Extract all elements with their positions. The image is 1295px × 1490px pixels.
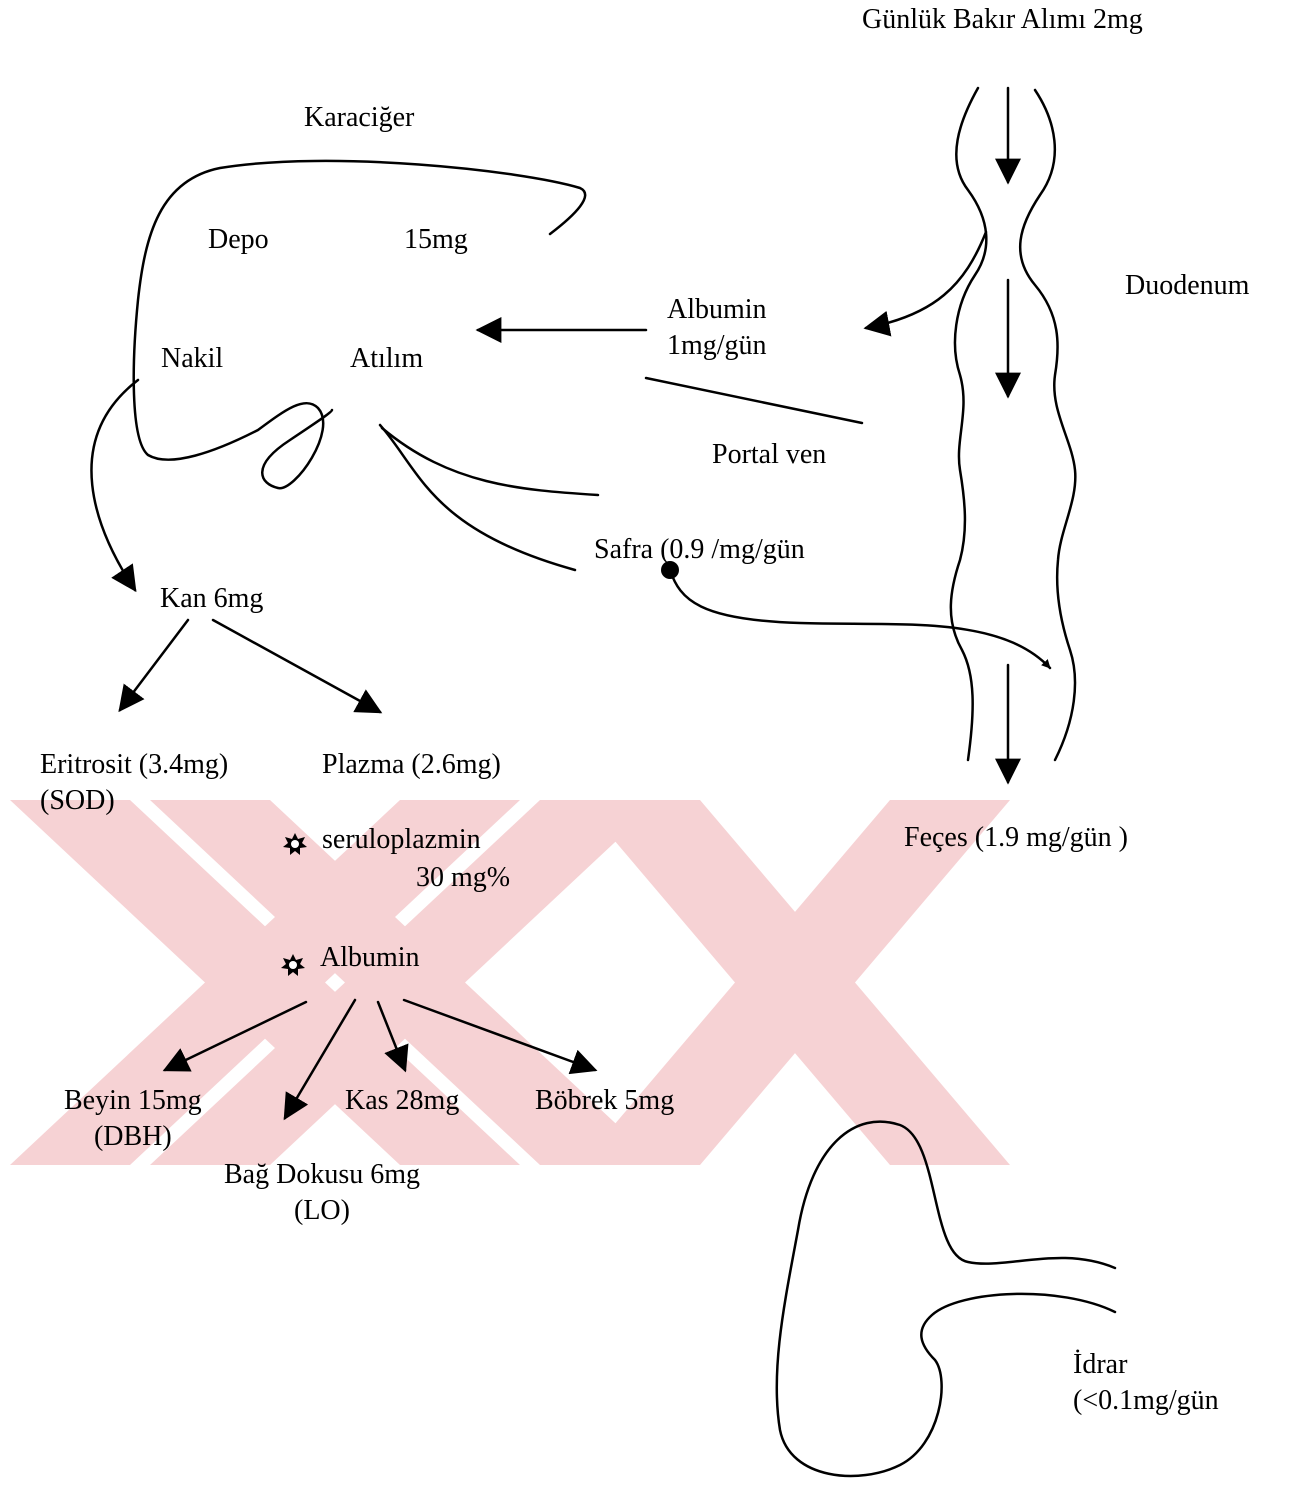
portal-vein-label: Portal ven — [712, 437, 826, 473]
blood-label: Kan 6mg — [160, 581, 263, 617]
duodenum-label: Duodenum — [1125, 268, 1249, 304]
blood-to-erythrocyte-arrow — [120, 620, 188, 710]
portal-vein-line — [646, 378, 862, 423]
transport-arrow — [91, 380, 138, 590]
bile-duct-upper — [382, 428, 598, 495]
connective-tissue-label: Bağ Dokusu 6mg (LO) — [224, 1157, 420, 1229]
depot-label: Depo — [208, 222, 269, 258]
bile-to-duodenum-arrow — [670, 570, 1050, 668]
depot-amount-label: 15mg — [404, 222, 468, 258]
ceruloplasmin-amount-label: 30 mg% — [416, 860, 510, 896]
kidney-label: Böbrek 5mg — [535, 1083, 674, 1119]
daily-intake-label: Günlük Bakır Alımı 2mg — [862, 2, 1143, 38]
erythrocyte-label: Eritrosit (3.4mg) (SOD) — [40, 747, 228, 819]
plasma-label: Plazma (2.6mg) — [322, 747, 501, 783]
albumin-flow-label: Albumin 1mg/gün — [667, 292, 767, 364]
duodenum-left-wall — [951, 88, 986, 760]
liver-outline — [134, 161, 585, 488]
ceruloplasmin-label: seruloplazmin — [322, 822, 481, 858]
albumin-label: Albumin — [320, 940, 420, 976]
bile-label: Safra (0.9 /mg/gün — [594, 532, 805, 568]
duodenum-right-wall — [1020, 90, 1075, 760]
urine-label: İdrar (<0.1mg/gün — [1073, 1347, 1219, 1419]
stomach-outline — [777, 1122, 1115, 1476]
absorption-arrow — [866, 232, 986, 328]
excretion-label: Atılım — [350, 341, 423, 377]
liver-label: Karaciğer — [304, 100, 414, 136]
transport-label: Nakil — [161, 341, 223, 377]
muscle-label: Kas 28mg — [345, 1083, 459, 1119]
feces-label: Feçes (1.9 mg/gün ) — [904, 820, 1128, 856]
blood-to-plasma-arrow — [213, 620, 380, 712]
brain-label: Beyin 15mg (DBH) — [64, 1083, 202, 1155]
